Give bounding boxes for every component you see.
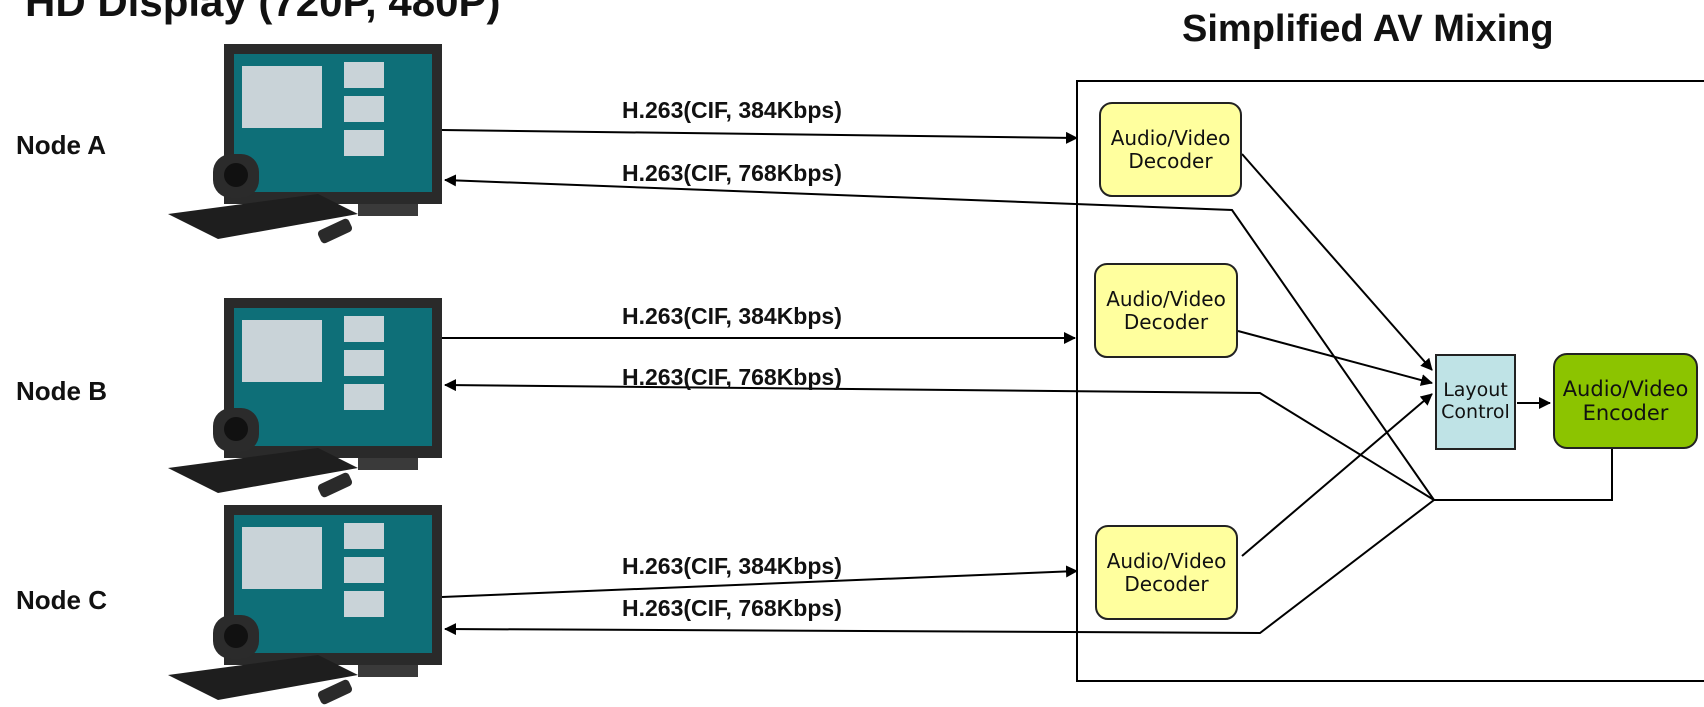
downlink-label-a: H.263(CIF, 768Kbps) <box>622 160 842 186</box>
decoder-b-line2: Decoder <box>1123 309 1209 334</box>
mixing-frame <box>1076 80 1704 682</box>
decoder-c-line1: Audio/Video <box>1106 548 1227 573</box>
decoder-b-to-layout <box>1237 330 1433 386</box>
node-b-terminal-image <box>168 298 442 498</box>
decoder-c-line2: Decoder <box>1124 571 1209 596</box>
decoder-b-line1: Audio/Video <box>1106 286 1226 311</box>
uplink-label-a: H.263(CIF, 384Kbps) <box>622 97 842 123</box>
downlink-arrow-c <box>444 499 1435 636</box>
layout-line2: Control <box>1441 401 1510 423</box>
encoder-output-line <box>1434 449 1613 501</box>
uplink-arrow-a <box>441 129 1078 144</box>
uplink-label-c: H.263(CIF, 384Kbps) <box>622 553 842 579</box>
hd-display-title: HD Display (720P, 480P) <box>25 0 501 25</box>
node-a-terminal-image <box>168 44 442 244</box>
encoder-line2: Encoder <box>1582 401 1669 425</box>
decoder-a-line1: Audio/Video <box>1110 125 1231 150</box>
av-mixing-title: Simplified AV Mixing <box>1182 8 1554 50</box>
decoder-a-line2: Decoder <box>1128 148 1213 173</box>
downlink-label-b: H.263(CIF, 768Kbps) <box>622 364 842 390</box>
node-c-terminal-image <box>168 505 442 705</box>
decoder-a-to-layout <box>1241 153 1433 371</box>
encoder-line1: Audio/Video <box>1562 376 1689 401</box>
node-c-label: Node C <box>16 585 107 615</box>
uplink-arrow-c <box>441 565 1078 598</box>
decoder-c-to-layout <box>1241 393 1433 557</box>
uplink-label-b: H.263(CIF, 384Kbps) <box>622 303 842 329</box>
downlink-arrow-b <box>444 379 1435 501</box>
node-a-label: Node A <box>16 130 107 160</box>
downlink-arrow-a <box>444 174 1435 501</box>
downlink-label-c: H.263(CIF, 768Kbps) <box>622 595 842 621</box>
node-b-label: Node B <box>16 376 107 406</box>
layout-line1: Layout <box>1443 379 1508 402</box>
